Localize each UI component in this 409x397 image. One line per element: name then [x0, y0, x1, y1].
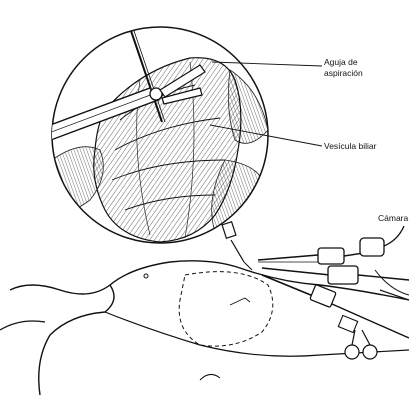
gallbladder-label: Vesícula biliar — [324, 141, 376, 151]
trocar-port-icon — [222, 222, 244, 262]
trocar-port-icon — [258, 248, 370, 264]
needle-label-line1: Aguja de — [324, 57, 358, 67]
camera-label: Cámara — [378, 213, 408, 223]
needle-label-line2: aspiración — [324, 68, 363, 78]
magnified-inset — [10, 22, 268, 262]
external-instruments — [244, 226, 409, 359]
